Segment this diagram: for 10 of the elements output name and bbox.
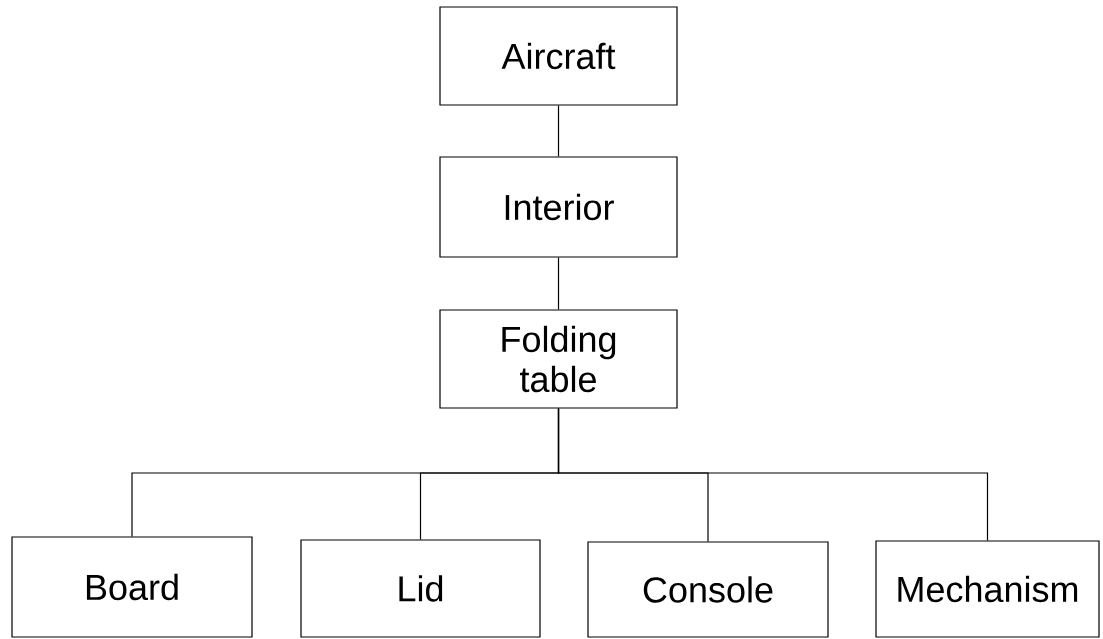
box: Folding table [439,309,678,409]
connector-line [557,257,560,310]
box: Console [587,541,829,638]
connector-line [557,105,560,157]
box: Mechanism [875,540,1100,638]
box: Aircraft [439,6,678,106]
box: Interior [439,156,678,258]
box: Lid [300,539,541,638]
connector-line [557,407,989,541]
box: Board [11,536,253,638]
